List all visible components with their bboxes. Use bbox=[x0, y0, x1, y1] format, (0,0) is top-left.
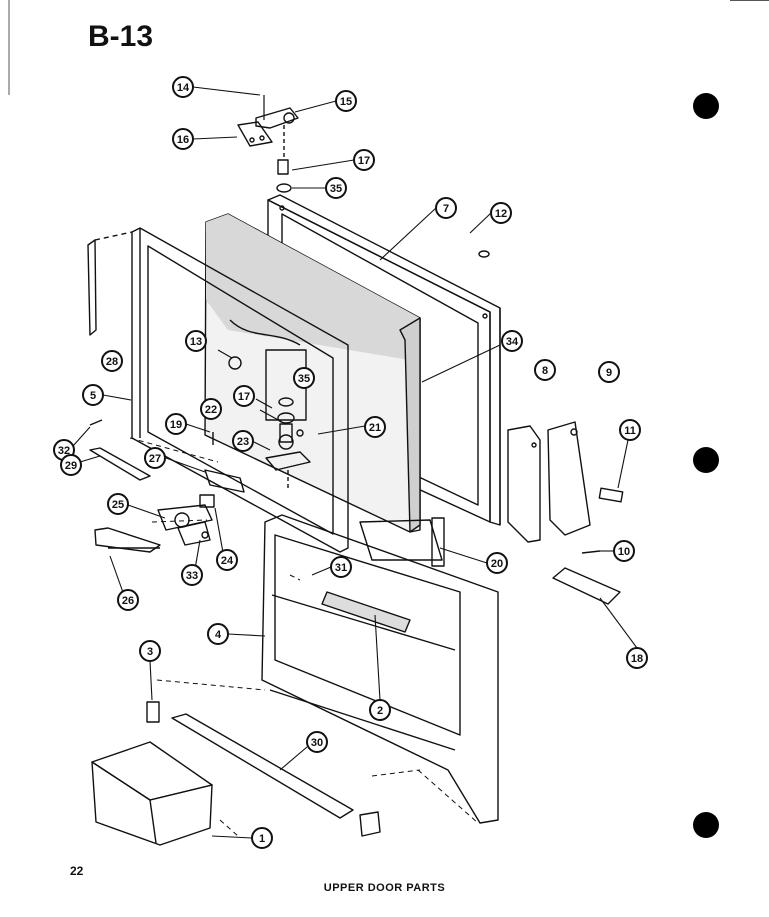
svg-text:7: 7 bbox=[443, 203, 449, 215]
svg-text:15: 15 bbox=[340, 96, 352, 108]
svg-text:24: 24 bbox=[221, 555, 234, 567]
svg-text:3: 3 bbox=[147, 646, 153, 658]
svg-text:35: 35 bbox=[298, 373, 310, 385]
callout-14: 14 bbox=[172, 76, 194, 98]
callout-29: 29 bbox=[60, 454, 82, 476]
svg-text:30: 30 bbox=[311, 737, 323, 749]
callout-30: 30 bbox=[306, 731, 328, 753]
callout-26: 26 bbox=[117, 589, 139, 611]
top-hinge-assembly bbox=[237, 95, 299, 193]
gasket-strip bbox=[87, 239, 97, 336]
callout-25: 25 bbox=[107, 493, 129, 515]
callout-17-center: 17 bbox=[233, 385, 255, 407]
callout-10: 10 bbox=[613, 540, 635, 562]
callout-23: 23 bbox=[232, 430, 254, 452]
callout-7: 7 bbox=[435, 197, 457, 219]
svg-text:5: 5 bbox=[90, 390, 96, 402]
punch-hole bbox=[693, 812, 719, 838]
callout-12: 12 bbox=[490, 202, 512, 224]
bottom-hinge-assembly bbox=[94, 494, 215, 553]
punch-hole bbox=[693, 447, 719, 473]
callout-35-center: 35 bbox=[293, 367, 315, 389]
callout-13: 13 bbox=[185, 330, 207, 352]
callout-35: 35 bbox=[325, 177, 347, 199]
svg-text:18: 18 bbox=[631, 653, 643, 665]
door-liner-frame bbox=[131, 227, 349, 553]
svg-text:1: 1 bbox=[259, 833, 265, 845]
callout-9: 9 bbox=[598, 361, 620, 383]
door-stop-bracket bbox=[146, 701, 160, 723]
callout-1: 1 bbox=[251, 827, 273, 849]
svg-text:2: 2 bbox=[377, 705, 383, 717]
svg-text:8: 8 bbox=[542, 365, 548, 377]
callout-3: 3 bbox=[139, 640, 161, 662]
callout-11: 11 bbox=[619, 419, 641, 441]
svg-text:27: 27 bbox=[149, 453, 161, 465]
callout-8: 8 bbox=[534, 359, 556, 381]
svg-text:11: 11 bbox=[624, 425, 636, 437]
pad bbox=[598, 487, 624, 503]
svg-text:10: 10 bbox=[618, 546, 630, 558]
callout-31: 31 bbox=[330, 556, 352, 578]
callout-5: 5 bbox=[82, 384, 104, 406]
callout-24: 24 bbox=[216, 549, 238, 571]
callout-22: 22 bbox=[200, 398, 222, 420]
side-hinge-brackets bbox=[507, 421, 591, 543]
svg-text:16: 16 bbox=[177, 134, 189, 146]
svg-text:22: 22 bbox=[205, 404, 217, 416]
hinge-bracket bbox=[204, 469, 245, 493]
svg-text:14: 14 bbox=[177, 82, 190, 94]
svg-text:17: 17 bbox=[238, 391, 250, 403]
callout-17: 17 bbox=[353, 149, 375, 171]
callout-27: 27 bbox=[144, 447, 166, 469]
svg-text:4: 4 bbox=[215, 629, 222, 641]
svg-text:20: 20 bbox=[491, 558, 503, 570]
callout-19: 19 bbox=[165, 413, 187, 435]
svg-text:28: 28 bbox=[106, 356, 118, 368]
callout-33: 33 bbox=[181, 564, 203, 586]
angle-bracket bbox=[552, 567, 621, 605]
svg-text:31: 31 bbox=[335, 562, 347, 574]
callout-15: 15 bbox=[335, 90, 357, 112]
callout-34: 34 bbox=[501, 330, 523, 352]
bottom-trim bbox=[171, 713, 354, 819]
svg-text:12: 12 bbox=[495, 208, 507, 220]
bottom-cover-strip bbox=[89, 447, 151, 481]
svg-text:19: 19 bbox=[170, 419, 182, 431]
punch-hole bbox=[693, 93, 719, 119]
svg-text:34: 34 bbox=[506, 336, 519, 348]
mullion-strip bbox=[359, 519, 443, 561]
callout-18: 18 bbox=[626, 647, 648, 669]
callout-20: 20 bbox=[486, 552, 508, 574]
svg-text:35: 35 bbox=[330, 183, 342, 195]
door-inner-liner bbox=[261, 514, 499, 824]
svg-text:23: 23 bbox=[237, 436, 249, 448]
svg-text:32: 32 bbox=[58, 445, 70, 457]
svg-text:33: 33 bbox=[186, 570, 198, 582]
svg-text:21: 21 bbox=[369, 422, 381, 434]
callout-16: 16 bbox=[172, 128, 194, 150]
callout-28: 28 bbox=[101, 350, 123, 372]
page-id: B-13 bbox=[88, 20, 154, 53]
svg-text:9: 9 bbox=[606, 367, 612, 379]
page-number: 22 bbox=[70, 864, 84, 878]
svg-text:25: 25 bbox=[112, 499, 124, 511]
callout-21: 21 bbox=[364, 416, 386, 438]
svg-text:13: 13 bbox=[190, 336, 202, 348]
callout-4: 4 bbox=[207, 623, 229, 645]
dairy-bin bbox=[91, 741, 213, 846]
svg-text:26: 26 bbox=[122, 595, 134, 607]
svg-text:29: 29 bbox=[65, 460, 77, 472]
diagram-caption: UPPER DOOR PARTS bbox=[323, 882, 446, 894]
trim-clip bbox=[359, 811, 381, 837]
callout-2: 2 bbox=[369, 699, 391, 721]
svg-text:17: 17 bbox=[358, 155, 370, 167]
